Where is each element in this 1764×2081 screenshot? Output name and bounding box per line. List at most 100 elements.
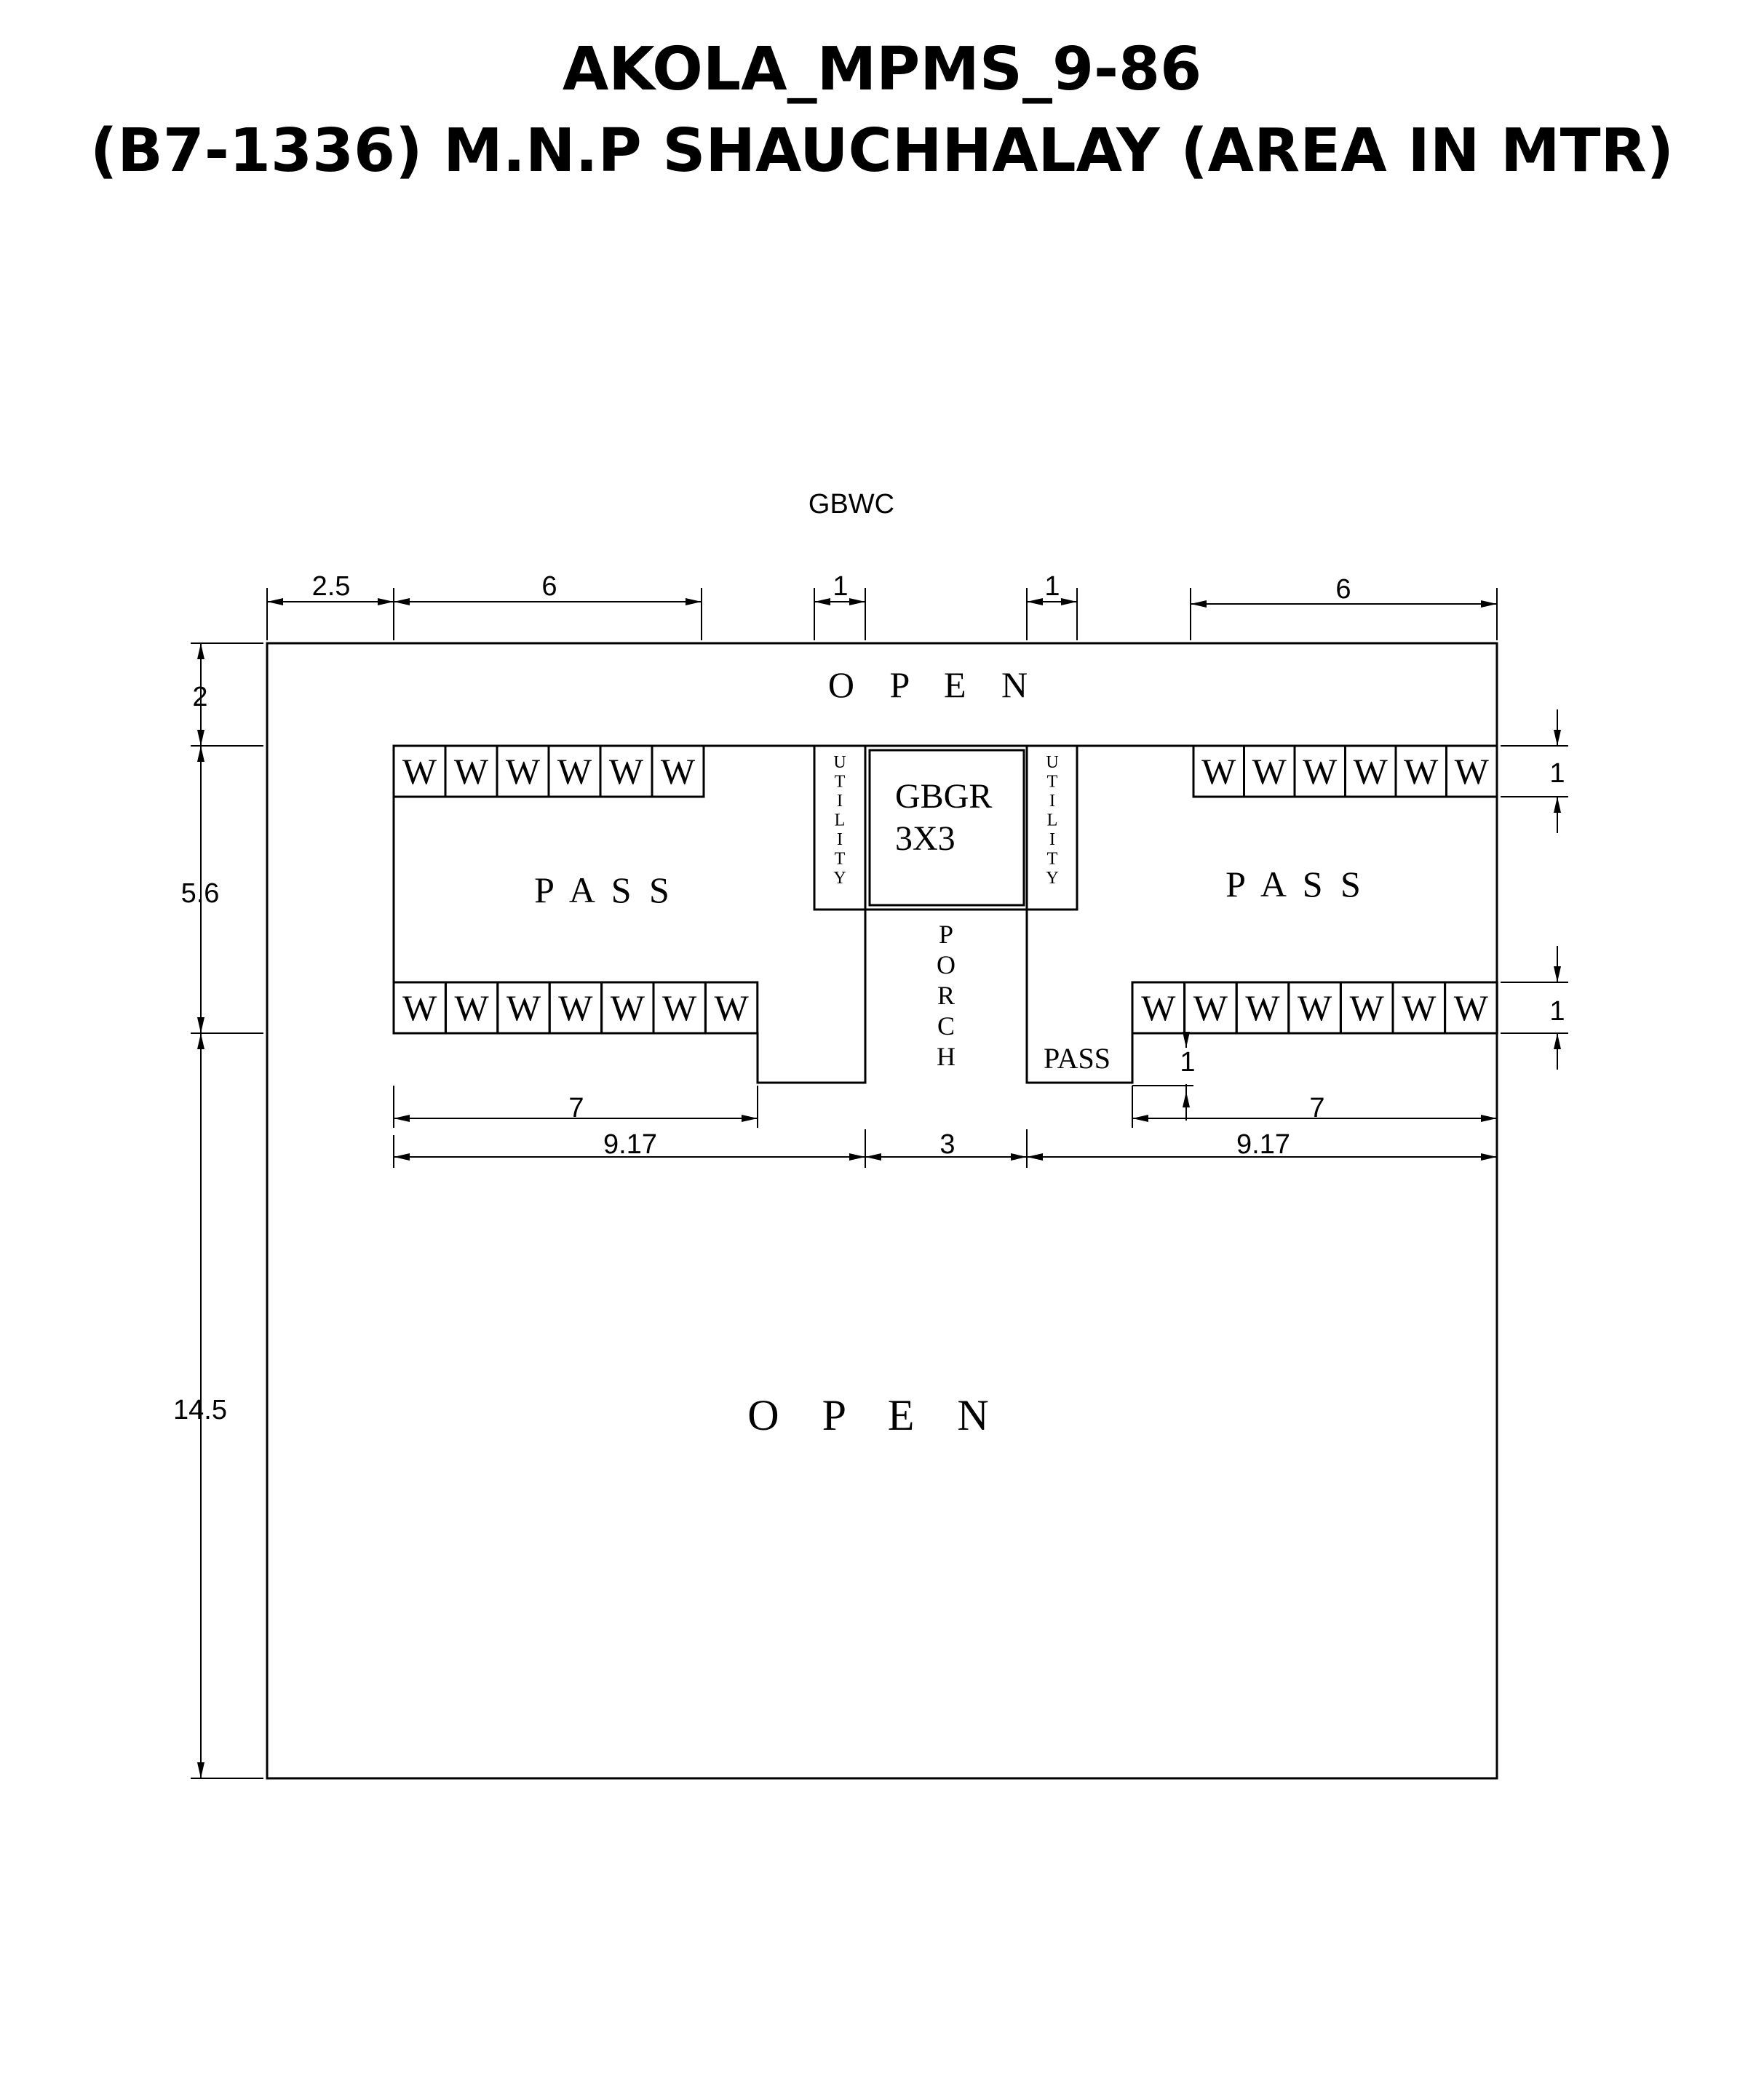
wc-top-right-label: W	[1201, 751, 1236, 792]
open-area-top-label: O P E N	[828, 664, 1041, 705]
dim-arrow	[378, 598, 394, 605]
wc-bottom-left-label: W	[714, 987, 749, 1028]
utility-right-letter: T	[1047, 850, 1058, 869]
utility-right-letter: T	[1047, 773, 1058, 792]
utility-right-letter: U	[1046, 753, 1058, 772]
dim-arrow	[197, 643, 204, 659]
utility-left-letter: I	[837, 830, 843, 849]
wc-top-left-label: W	[506, 751, 541, 792]
dim-arrow	[197, 1033, 204, 1049]
gbgr-room	[868, 749, 1025, 907]
wc-bottom-left-label: W	[454, 987, 489, 1028]
dim-bottom-7-left: 7	[568, 1093, 584, 1123]
dim-arrow	[849, 1153, 865, 1161]
porch-letter: O	[937, 950, 956, 979]
dim-arrow	[1554, 730, 1561, 746]
wc-top-right-label: W	[1303, 751, 1338, 792]
dim-arrow	[267, 598, 283, 605]
wc-bottom-right-label: W	[1193, 987, 1228, 1028]
wc-top-right-label: W	[1354, 751, 1388, 792]
dim-arrow	[1132, 1115, 1148, 1122]
wc-top-right-label: W	[1252, 751, 1287, 792]
dim-bottom-9-17-left: 9.17	[603, 1129, 657, 1160]
dim-right-1-bottom: 1	[1549, 996, 1565, 1027]
wc-top-left-label: W	[454, 751, 489, 792]
dim-arrow	[197, 746, 204, 762]
pass-right-label: P A S S	[1225, 864, 1365, 904]
porch-letter: H	[937, 1042, 956, 1071]
plot-boundary	[266, 642, 1498, 1780]
dim-arrow	[1481, 1115, 1497, 1122]
dim-arrow	[1554, 966, 1561, 982]
utility-left-letter: U	[833, 753, 846, 772]
drawing-titles: AKOLA_MPMS_9-86 (B7-1336) M.N.P SHAUCHHA…	[0, 29, 1764, 192]
dim-arrow	[1027, 1153, 1043, 1161]
dim-top-6-right: 6	[1335, 574, 1351, 605]
dim-arrow	[865, 1153, 881, 1161]
dim-arrow	[394, 1115, 410, 1122]
wc-top-right-label: W	[1404, 751, 1439, 792]
utility-left-letter: I	[837, 792, 843, 811]
dim-arrow	[1061, 598, 1077, 605]
dim-arrow	[1191, 600, 1207, 608]
dim-top-1-right: 1	[1044, 571, 1060, 602]
wc-top-right-label: W	[1455, 751, 1490, 792]
wc-top-left-cell	[651, 744, 705, 798]
dimension-lines	[191, 588, 1568, 1779]
dim-arrow	[1554, 1033, 1561, 1049]
wc-bottom-right-label: W	[1141, 987, 1176, 1028]
drawing-subtitle: (B7-1336) M.N.P SHAUCHHALAY (AREA IN MTR…	[90, 116, 1674, 186]
utility-right-letter: I	[1049, 830, 1055, 849]
utility-left-letter: T	[835, 850, 846, 869]
wc-bottom-right-label: W	[1298, 987, 1332, 1028]
utility-left-letter: T	[835, 773, 846, 792]
dim-top-1-left: 1	[833, 571, 848, 602]
dim-arrow	[394, 598, 410, 605]
utility-left-letter: Y	[833, 869, 846, 888]
dim-arrow	[197, 1762, 204, 1778]
dim-arrow	[686, 598, 702, 605]
wc-bottom-right-label: W	[1350, 987, 1385, 1028]
dim-arrow	[197, 730, 204, 746]
dim-arrow	[742, 1115, 758, 1122]
wc-bottom-right-cell	[1444, 981, 1498, 1035]
porch-letter: P	[939, 920, 953, 949]
wc-top-right-cell	[1445, 744, 1498, 798]
dim-arrow	[1183, 1091, 1190, 1107]
dim-left-14-5: 14.5	[173, 1395, 227, 1425]
utility-right-letter: I	[1049, 792, 1055, 811]
wc-bottom-left-label: W	[506, 987, 541, 1028]
drawing-title: AKOLA_MPMS_9-86	[562, 35, 1202, 104]
dim-arrow	[197, 1017, 204, 1033]
wc-top-left-label: W	[661, 751, 696, 792]
dim-right-1-top: 1	[1549, 758, 1565, 789]
pass-small-label: PASS	[1044, 1042, 1111, 1075]
wc-bottom-left-cell	[704, 981, 759, 1035]
plot-label: GBWC	[808, 489, 894, 520]
dim-left-2: 2	[192, 682, 207, 712]
dim-arrow	[1011, 1153, 1027, 1161]
dim-arrow	[814, 598, 830, 605]
gbgr-size-label: 3X3	[895, 819, 956, 858]
wc-bottom-left-label: W	[662, 987, 697, 1028]
dim-arrow	[1554, 797, 1561, 813]
porch-letter: R	[937, 981, 955, 1010]
dim-bottom-7-right: 7	[1309, 1093, 1324, 1123]
utility-right-letter: Y	[1046, 869, 1058, 888]
open-area-bottom-label: O P E N	[747, 1391, 1004, 1439]
dim-top-6-left: 6	[541, 571, 557, 602]
dim-bottom-3: 3	[939, 1129, 955, 1160]
wc-top-left-label: W	[557, 751, 592, 792]
dim-arrow	[1027, 598, 1043, 605]
dim-top-2-5: 2.5	[312, 571, 351, 602]
dim-arrow	[849, 598, 865, 605]
wc-bottom-right-label: W	[1454, 987, 1489, 1028]
utility-right-letter: L	[1047, 811, 1058, 830]
